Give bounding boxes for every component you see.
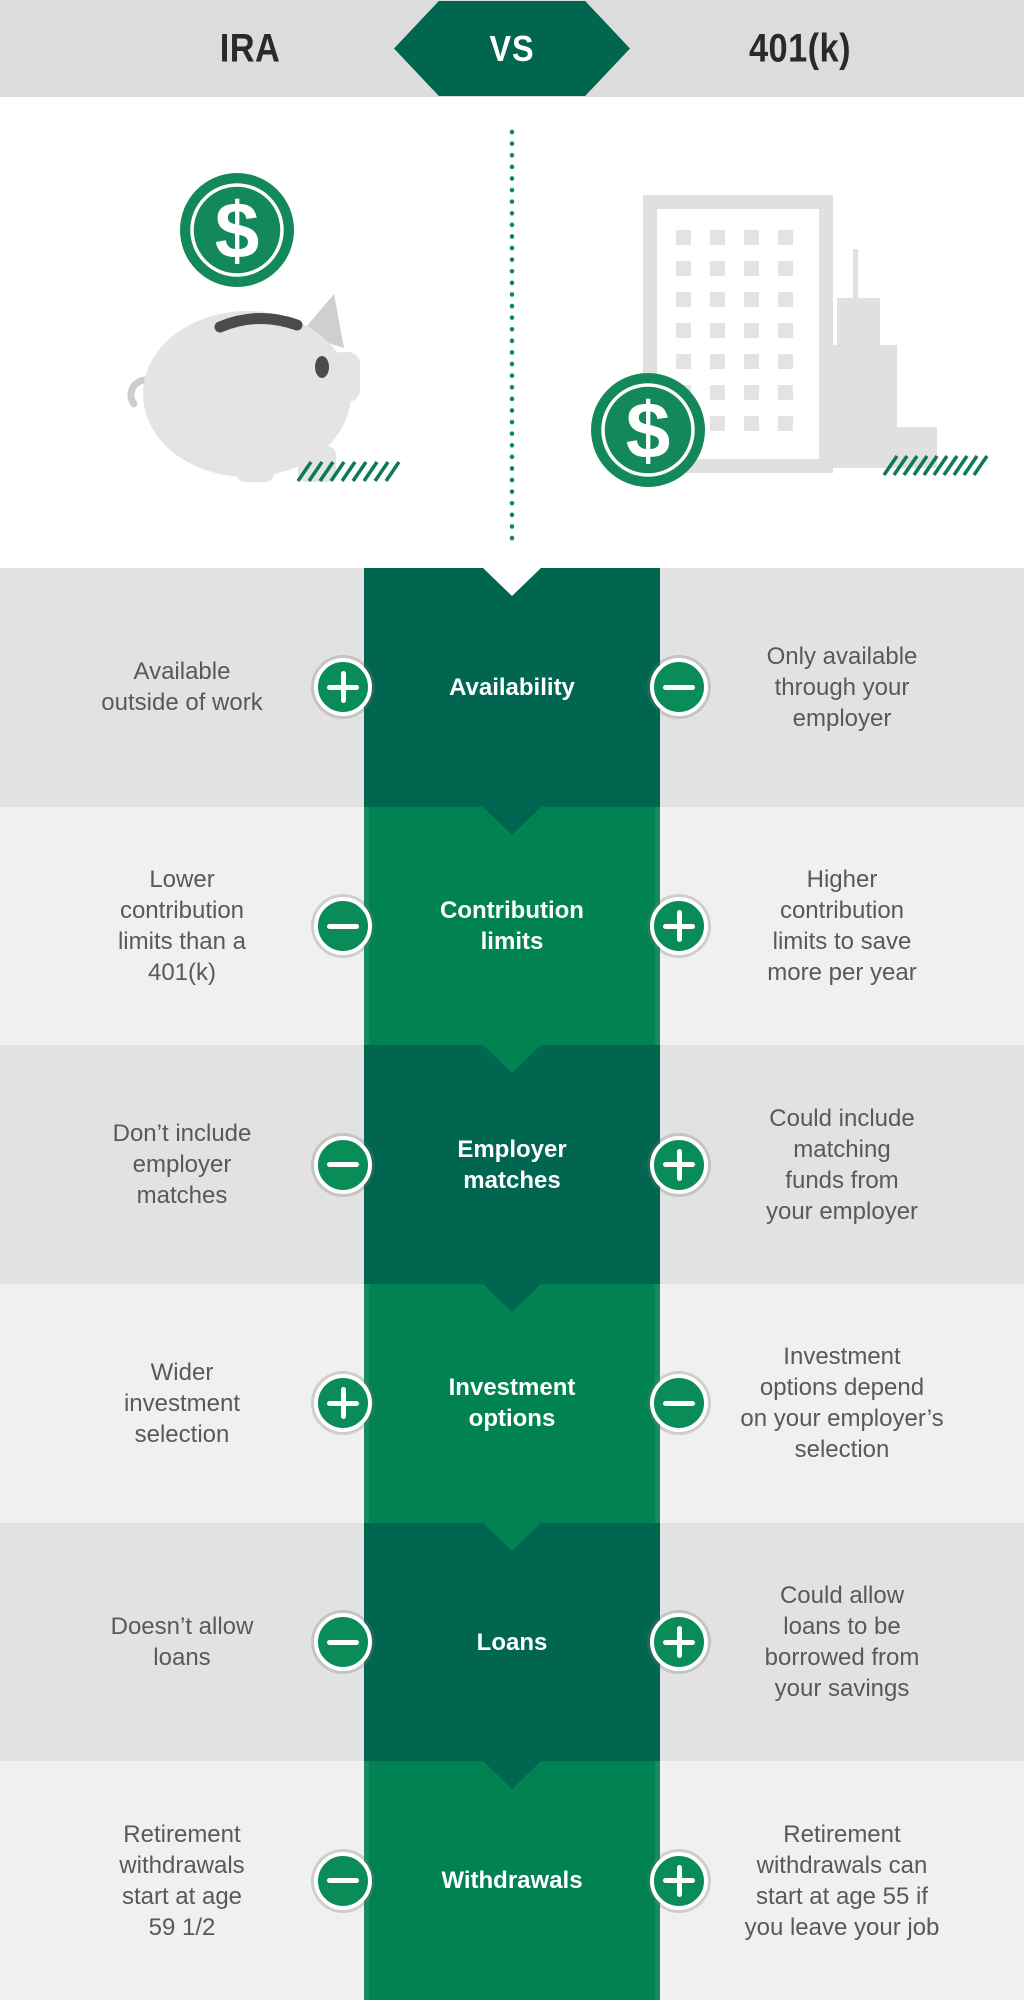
building-illustration: $	[591, 195, 989, 487]
401k-title-text: 401(k)	[748, 26, 852, 70]
coin-ring	[601, 383, 695, 477]
401k-benefit-cell: Could allow loans to be borrowed from yo…	[660, 1523, 1024, 1762]
category-column: Availability	[364, 568, 660, 807]
ira-benefit-cell: Don’t include employer matches	[0, 1045, 364, 1284]
comparison-row-availability: Available outside of work Availability O…	[0, 568, 1024, 807]
pig-body	[143, 311, 351, 477]
coin-ring	[190, 183, 284, 277]
401k-benefit-text: Only available through your employer	[766, 642, 918, 732]
401k-benefit-cell: Retirement withdrawals can start at age …	[660, 1761, 1024, 2000]
comparison-row-loans: Doesn’t allow loans Loans Could allow lo…	[0, 1522, 1024, 1762]
row-label: Availability	[449, 673, 575, 701]
ira-benefit-cell: Doesn’t allow loans	[0, 1523, 364, 1762]
ira-benefit-cell: Wider investment selection	[0, 1284, 364, 1523]
coin-slot	[214, 312, 303, 333]
vs-badge: VS	[394, 1, 630, 96]
ira-benefit-cell: Lower contribution limits than a 401(k)	[0, 807, 364, 1046]
plus-icon	[650, 1851, 708, 1910]
minus-icon	[650, 658, 708, 717]
category-column: Investment options	[364, 1284, 660, 1523]
dollar-coin-icon: $	[591, 373, 705, 487]
401k-benefit-cell: Could include matching funds from your e…	[660, 1045, 1024, 1284]
ira-benefit-text: Doesn’t allow loans	[110, 1613, 254, 1672]
401k-benefit-cell: Higher contribution limits to save more …	[660, 807, 1024, 1046]
401k-benefit-text: Higher contribution limits to save more …	[767, 866, 917, 986]
category-column: Withdrawals	[364, 1761, 660, 2000]
row-label: Investment options	[448, 1374, 576, 1433]
row-label: Withdrawals	[441, 1867, 583, 1895]
plus-icon	[650, 1135, 708, 1194]
401k-benefit-cell: Investment options depend on your employ…	[660, 1284, 1024, 1523]
plus-icon	[314, 1374, 372, 1433]
401k-benefit-cell: Only available through your employer	[660, 568, 1024, 807]
category-column: Contribution limits	[364, 806, 660, 1046]
dollar-coin-icon: $	[180, 173, 294, 287]
category-column: Loans	[364, 1522, 660, 1762]
ira-title: IRA	[215, 26, 285, 71]
minus-icon	[314, 1613, 372, 1672]
pig-eye	[315, 356, 329, 378]
hatch-marks-right	[882, 455, 989, 476]
skyscraper-silhouette	[826, 249, 937, 468]
ira-benefit-text: Don’t include employer matches	[112, 1120, 252, 1210]
plus-icon	[314, 658, 372, 717]
ira-benefit-text: Retirement withdrawals start at age 59 1…	[119, 1820, 245, 1941]
comparison-row-contribution-limits: Lower contribution limits than a 401(k) …	[0, 806, 1024, 1046]
building-windows	[676, 230, 793, 431]
plus-icon	[650, 1613, 708, 1672]
dollar-sign: $	[215, 186, 260, 275]
minus-icon	[314, 1135, 372, 1194]
401k-benefit-text: Investment options depend on your employ…	[740, 1343, 944, 1464]
row-label: Contribution limits	[440, 897, 584, 955]
piggy-bank-illustration: $	[127, 173, 401, 482]
minus-icon	[650, 1374, 708, 1433]
minus-icon	[314, 1851, 372, 1910]
comparison-row-withdrawals: Retirement withdrawals start at age 59 1…	[0, 1761, 1024, 2000]
row-label: Loans	[476, 1628, 548, 1656]
401k-benefit-text: Could include matching funds from your e…	[765, 1104, 919, 1225]
ira-benefit-text: Lower contribution limits than a 401(k)	[117, 866, 247, 986]
minus-icon	[314, 897, 372, 955]
hero-illustration-section: $	[0, 97, 1024, 568]
ira-benefit-cell: Retirement withdrawals start at age 59 1…	[0, 1761, 364, 2000]
row-label: Employer matches	[457, 1135, 567, 1194]
hatch-marks-left	[296, 461, 401, 482]
comparison-rows: Available outside of work Availability O…	[0, 568, 1024, 2000]
ira-benefit-cell: Available outside of work	[0, 568, 364, 807]
dollar-sign: $	[626, 386, 671, 475]
pig-snout	[330, 352, 360, 402]
ira-benefit-text: Available outside of work	[101, 658, 263, 717]
vs-label: VS	[489, 27, 535, 69]
comparison-row-investment-options: Wider investment selection Investment op…	[0, 1284, 1024, 1523]
coin-disc	[591, 373, 705, 487]
coin-disc	[180, 173, 294, 287]
plus-icon	[650, 897, 708, 955]
401k-benefit-text: Could allow loans to be borrowed from yo…	[764, 1582, 920, 1703]
hero-illustrations: $	[127, 129, 989, 551]
comparison-row-employer-matches: Don’t include employer matches Employer …	[0, 1045, 1024, 1285]
ira-benefit-text: Wider investment selection	[123, 1358, 241, 1448]
header-bar: IRA VS 401(k)	[0, 0, 1024, 97]
ira-title-text: IRA	[219, 26, 281, 70]
401k-title: 401(k)	[741, 26, 860, 71]
401k-benefit-text: Retirement withdrawals can start at age …	[744, 1820, 940, 1941]
category-column: Employer matches	[364, 1045, 660, 1285]
